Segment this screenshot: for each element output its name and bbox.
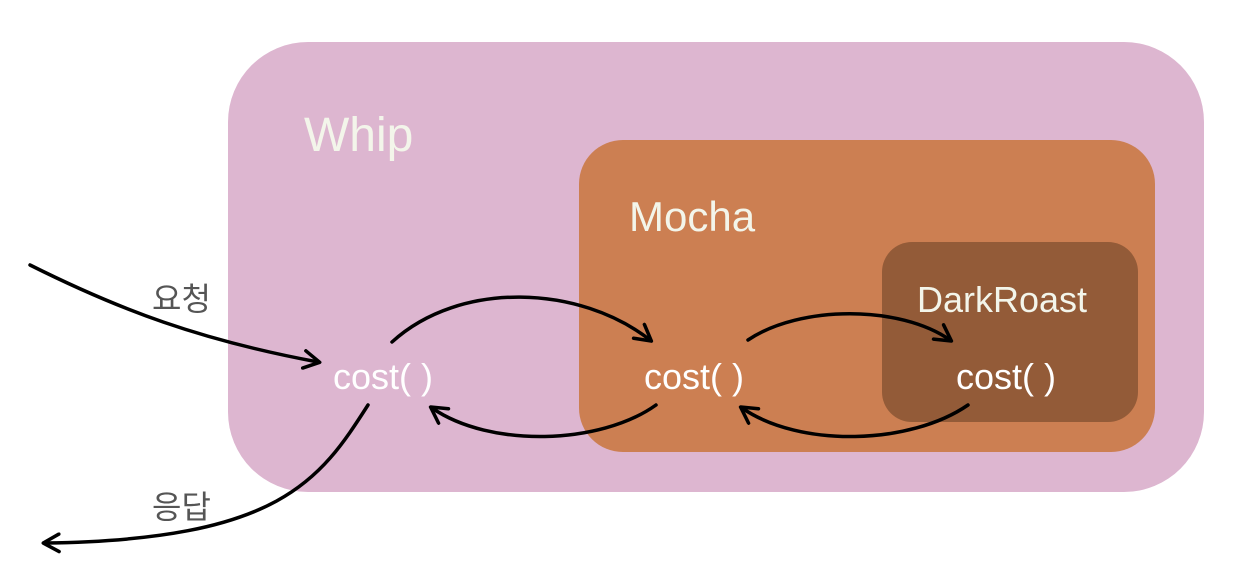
darkroast-box <box>882 242 1138 422</box>
return-arrow-mocha-to-whip <box>428 403 658 439</box>
response-arrow <box>41 403 370 554</box>
whip-cost-method: cost( ) <box>333 356 434 397</box>
request-arrow <box>28 263 322 370</box>
whip-title: Whip <box>304 109 414 162</box>
call-arrow-mocha-to-darkroast <box>746 312 954 343</box>
return-arrow-darkroast-to-mocha <box>738 403 970 439</box>
darkroast-cost-method: cost( ) <box>956 356 1057 397</box>
mocha-cost-method: cost( ) <box>644 356 745 397</box>
mocha-title: Mocha <box>629 193 756 240</box>
request-label: 요청 <box>152 280 211 318</box>
darkroast-title: DarkRoast <box>917 279 1088 320</box>
call-arrow-whip-to-mocha <box>390 295 654 344</box>
response-label: 응답 <box>152 488 211 526</box>
